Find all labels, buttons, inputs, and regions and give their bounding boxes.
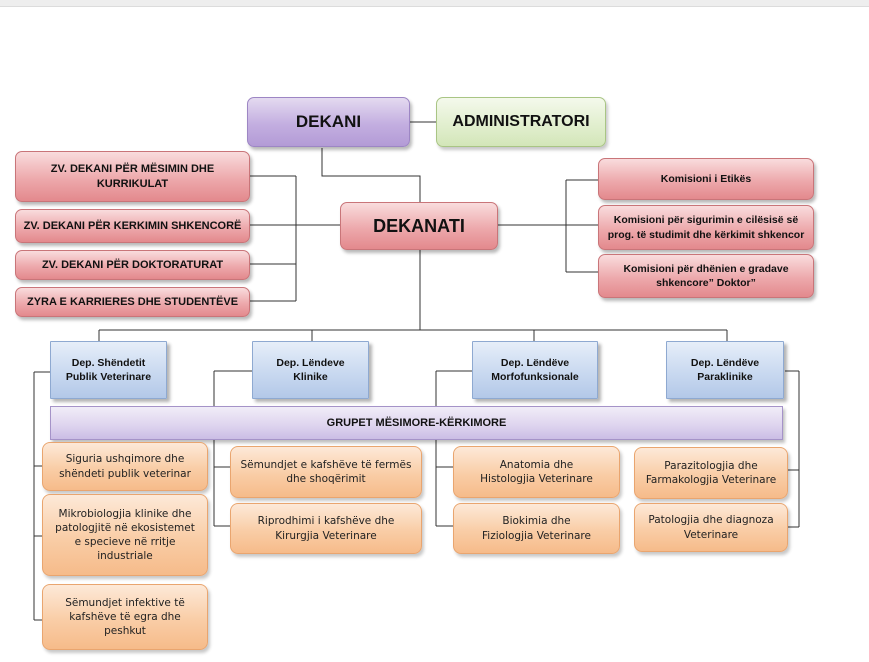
group-farm-animal-diseases: Sëmundjet e kafshëve të fermës dhe shoqë… [230, 446, 422, 498]
unit-vice-dean-research: ZV. DEKANI PËR KERKIMIN SHKENCORË [15, 209, 250, 243]
group-pathology-diagnosis: Patologjia dhe diagnoza Veterinare [634, 503, 788, 552]
group-food-safety: Siguria ushqimore dhe shëndeti publik ve… [42, 442, 208, 491]
group-clinical-microbiology: Mikrobiologjia klinike dhe patologjitë n… [42, 494, 208, 576]
dept-public-health: Dep. Shëndetit Publik Veterinare [50, 341, 167, 399]
window-top-bar [0, 0, 869, 7]
group-wildlife-infectious: Sëmundjet infektive të kafshëve të egra … [42, 584, 208, 650]
dekanati-box: DEKANATI [340, 202, 498, 250]
administratori-box: ADMINISTRATORI [436, 97, 606, 147]
dept-clinical: Dep. Lëndeve Klinike [252, 341, 369, 399]
groups-title-band: GRUPET MËSIMORE-KËRKIMORE [50, 406, 783, 440]
group-anatomy-histology: Anatomia dhe Histologjia Veterinare [453, 446, 620, 498]
dept-paraclinical: Dep. Lëndëve Paraklinike [666, 341, 784, 399]
group-reproduction-surgery: Riprodhimi i kafshëve dhe Kirurgjia Vete… [230, 503, 422, 554]
group-parasitology-pharmacology: Parazitologjia dhe Farmakologjia Veterin… [634, 447, 788, 499]
unit-vice-dean-teaching: ZV. DEKANI PËR MËSIMIN DHE KURRIKULAT [15, 151, 250, 202]
group-biochemistry-physiology: Biokimia dhe Fiziologjia Veterinare [453, 503, 620, 554]
unit-vice-dean-doctorate: ZV. DEKANI PËR DOKTORATURAT [15, 250, 250, 280]
commission-doctor-degrees: Komisioni për dhënien e gradave shkencor… [598, 254, 814, 298]
dept-morphofunctional: Dep. Lëndëve Morfofunksionale [472, 341, 598, 399]
commission-quality: Komisioni për sigurimin e cilësisë së pr… [598, 205, 814, 250]
dekani-box: DEKANI [247, 97, 410, 147]
unit-career-office: ZYRA E KARRIERES DHE STUDENTËVE [15, 287, 250, 317]
commission-ethics: Komisioni i Etikës [598, 158, 814, 200]
